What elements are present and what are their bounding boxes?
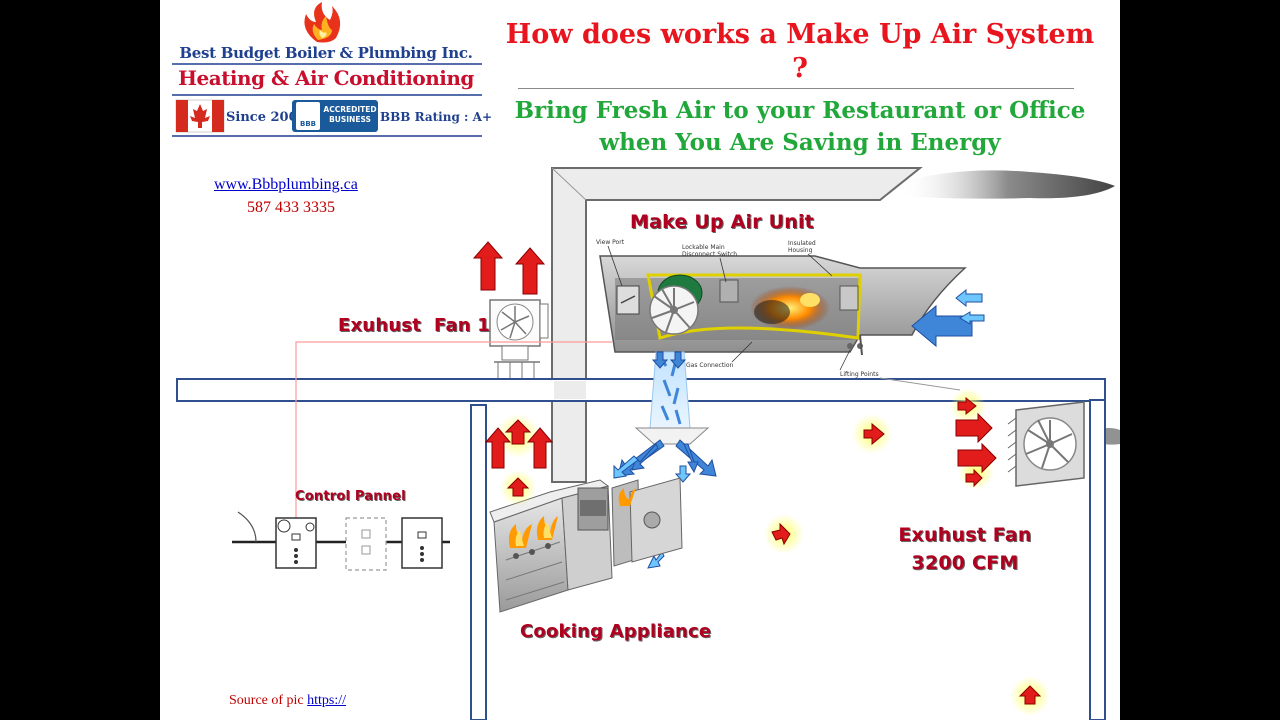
callout-disconnect-line2: Disconnect Switch <box>682 251 737 258</box>
exhaust-fan-1 <box>489 299 549 378</box>
make-up-air-unit: View Port Lockable Main Disconnect Switc… <box>596 239 967 378</box>
logo-graphics <box>172 2 482 137</box>
label-main-exhaust-fan-line1: Exuhust Fan <box>898 524 1032 546</box>
make-up-air-diagram: View Port Lockable Main Disconnect Switc… <box>176 167 1120 720</box>
slide: View Port Lockable Main Disconnect Switc… <box>160 0 1120 720</box>
callout-lifting-points: Lifting Points <box>840 371 879 378</box>
canada-flag-icon <box>175 99 225 133</box>
label-main-exhaust-fan: Exuhust Fan 3200 CFM <box>895 521 1035 577</box>
left-wall <box>470 404 487 720</box>
mau-fan-icon <box>649 285 699 335</box>
source-link[interactable]: https:// <box>307 693 347 708</box>
supply-duct <box>551 167 923 483</box>
fresh-air-intake-arrows <box>911 288 985 348</box>
cooking-appliance <box>489 477 683 613</box>
picture-source: Source of pic https:// <box>229 693 346 709</box>
label-exhaust-fan-1: Exuhust Fan 1 <box>338 315 490 336</box>
logo-since: Since 2009 <box>226 110 307 125</box>
smoke-plume-top <box>900 170 1115 199</box>
callout-gas-connection: Gas Connection <box>686 362 734 369</box>
logo-company-name: Best Budget Boiler & Plumbing Inc. <box>179 44 473 62</box>
right-wall <box>1089 399 1106 720</box>
callout-view-port: View Port <box>596 239 625 246</box>
label-make-up-air-unit: Make Up Air Unit <box>630 211 814 233</box>
label-control-panel: Control Pannel <box>295 489 406 504</box>
warm-air-arrows <box>484 396 1042 705</box>
burner-flames <box>508 488 636 548</box>
exhaust-up-arrows <box>472 241 546 295</box>
phone-number: 587 433 3335 <box>247 199 335 216</box>
page-subtitle: Bring Fresh Air to your Restaurant or Of… <box>514 97 1086 156</box>
bbb-badge-line2: BUSINESS <box>329 115 371 124</box>
bbb-badge-line1: ACCREDITED <box>323 105 377 114</box>
source-label: Source of pic <box>229 693 304 708</box>
bbb-accredited-badge: BBB ACCREDITED BUSINESS <box>292 100 378 132</box>
bbb-torch-icon: BBB <box>296 102 320 130</box>
callout-disconnect-line1: Lockable Main <box>682 244 725 251</box>
company-logo: Best Budget Boiler & Plumbing Inc. Heati… <box>160 0 492 140</box>
page-title: How does works a Make Up Air System ? <box>505 19 1095 84</box>
control-panel <box>232 511 450 571</box>
callout-housing-line2: Housing <box>788 247 813 254</box>
title-divider <box>518 88 1074 89</box>
bbb-mark: BBB <box>299 120 316 128</box>
website-link[interactable]: www.Bbbplumbing.ca <box>214 176 358 193</box>
bbb-rating: BBB Rating : A+ <box>380 110 492 124</box>
control-wire <box>295 341 612 538</box>
supply-air-stream <box>634 351 710 445</box>
logo-service-line: Heating & Air Conditioning <box>178 66 474 90</box>
label-main-exhaust-fan-line2: 3200 CFM <box>911 552 1019 574</box>
main-exhaust-fan <box>1007 401 1085 487</box>
label-cooking-appliance: Cooking Appliance <box>520 621 712 642</box>
building-roof <box>176 378 1106 402</box>
flame-icon <box>304 2 341 43</box>
callout-housing-line1: Insulated <box>788 240 816 247</box>
